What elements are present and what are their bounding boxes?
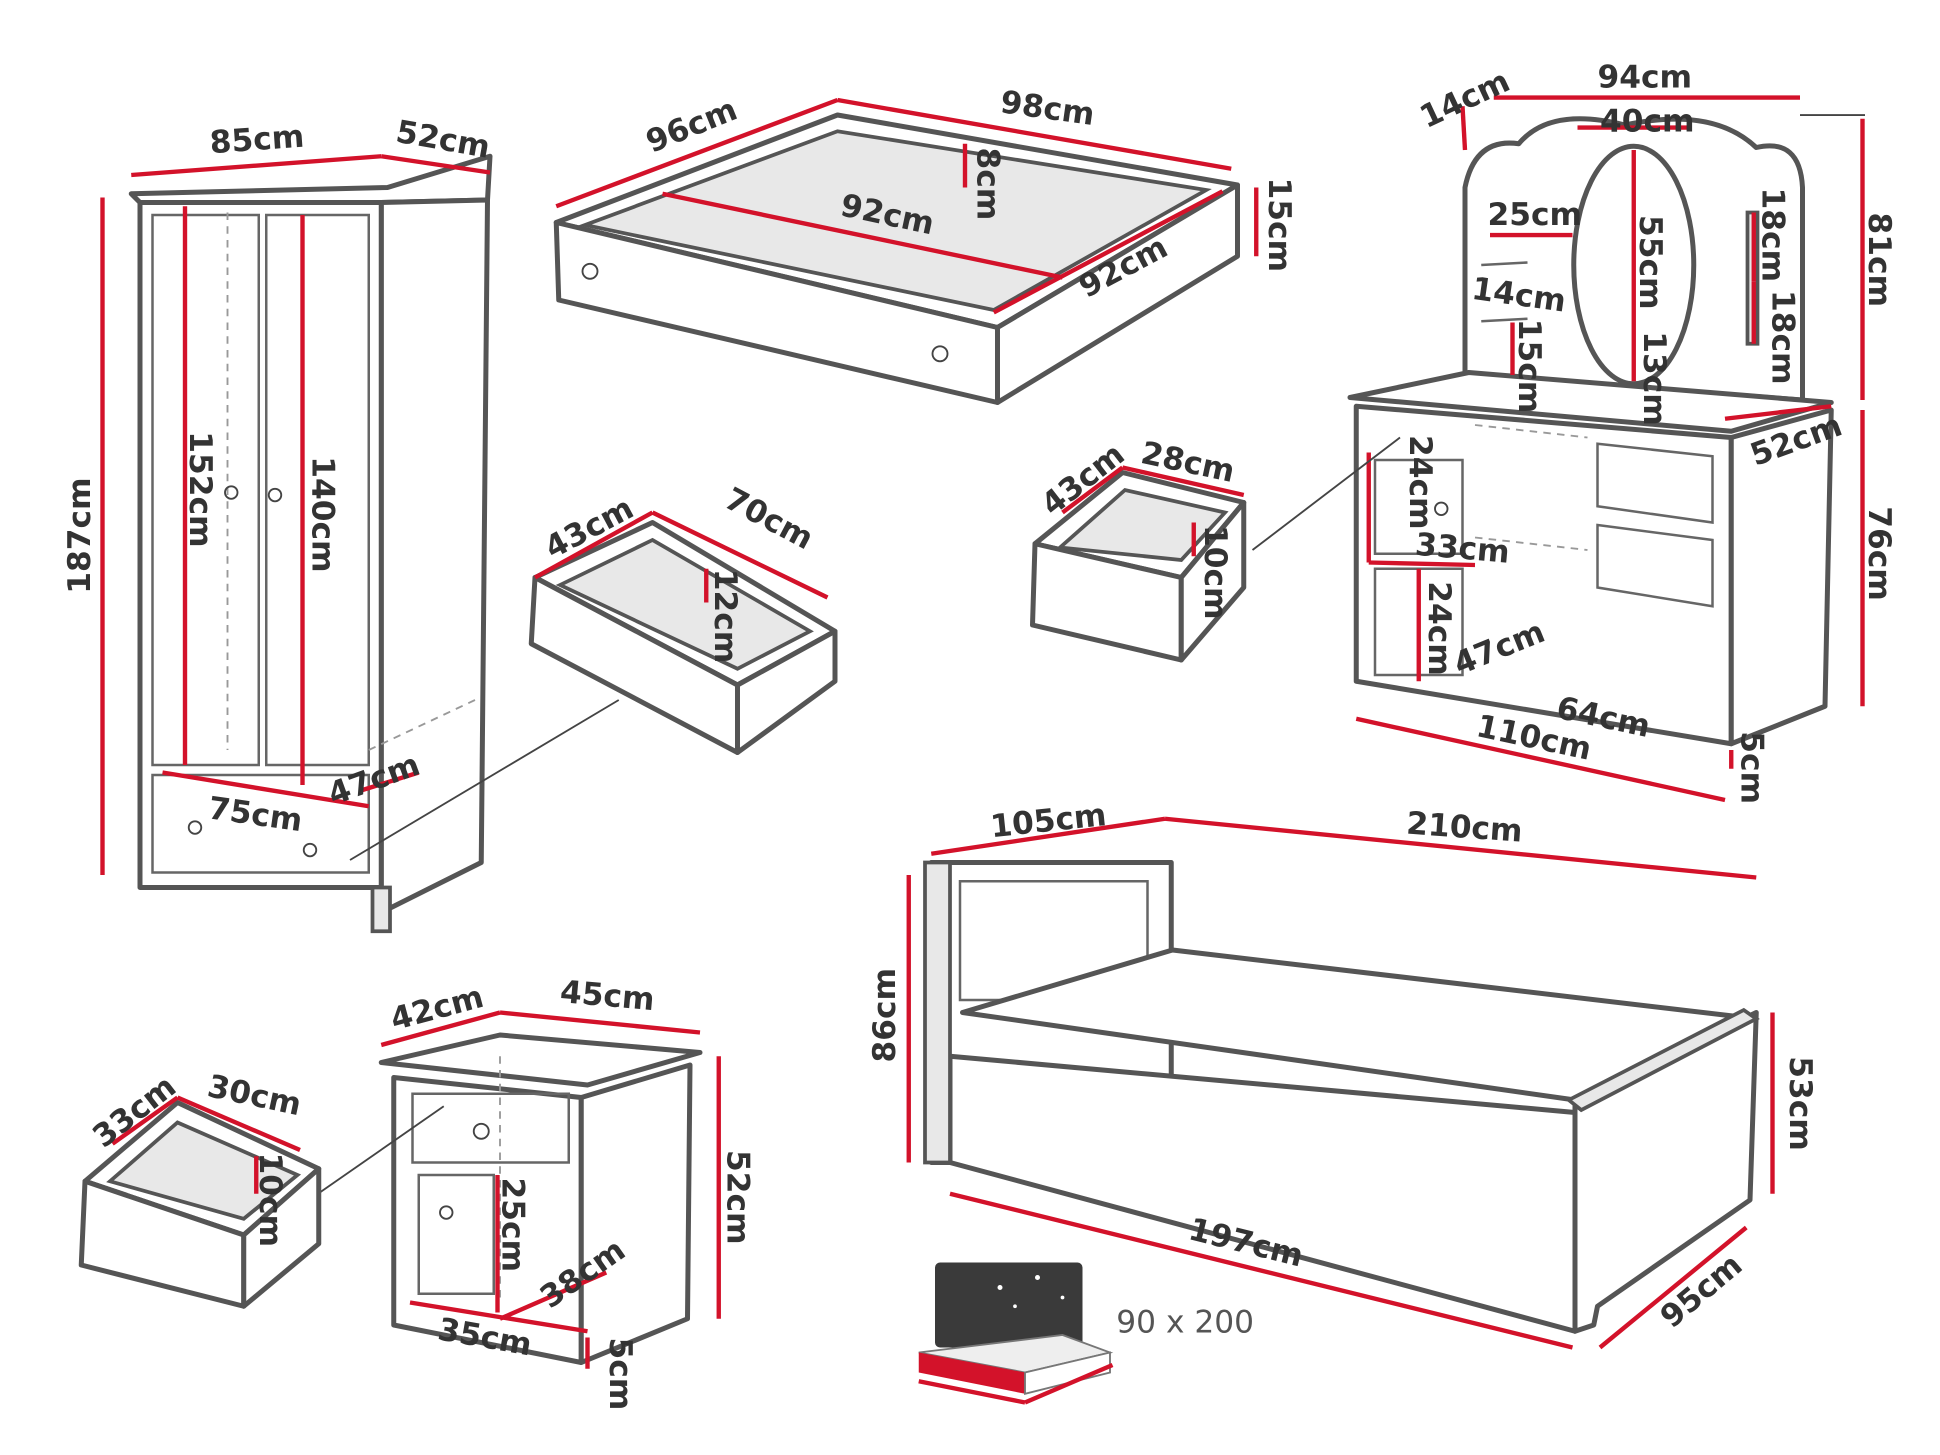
wardrobe-drawer-height: 12cm: [707, 569, 743, 664]
nightstand: [299, 1010, 721, 1369]
wardrobe-drawer: [528, 510, 838, 755]
nightstand-width: 45cm: [559, 974, 656, 1018]
vanity: [1251, 95, 1865, 803]
vanity-drawer-height-top: 24cm: [1402, 435, 1438, 530]
bed-length: 210cm: [1405, 806, 1524, 850]
vanity-total-height: 81cm: [1861, 213, 1897, 308]
vanity-side-shelf-bottom: 18cm: [1765, 290, 1801, 385]
vanity-leg-height: 5cm: [1733, 731, 1769, 804]
bed-drawer-depth: 96cm: [641, 92, 742, 161]
nightstand-leg-height: 5cm: [602, 1338, 638, 1411]
wardrobe-inner-left: 152cm: [182, 431, 218, 547]
vanity-drawer-height-bottom: 24cm: [1421, 581, 1457, 676]
vanity-mirror-bottom: 13cm: [1636, 331, 1672, 426]
wardrobe-inner-right: 140cm: [305, 456, 341, 572]
vanity-side-shelf-top: 18cm: [1755, 188, 1791, 283]
vanity-cabinet-width: 33cm: [1414, 527, 1511, 571]
nightstand-drawer-height: 10cm: [252, 1153, 288, 1248]
bed-drawer-outer-height: 15cm: [1261, 178, 1297, 273]
wardrobe-height: 187cm: [62, 477, 98, 593]
bed-headboard-height: 86cm: [867, 968, 903, 1063]
wardrobe-depth: 52cm: [393, 114, 492, 166]
mattress-size: 90 x 200: [1116, 1305, 1254, 1341]
wardrobe-width: 85cm: [209, 119, 306, 162]
mattress-icon: [918, 1262, 1114, 1405]
wardrobe: [100, 153, 620, 934]
vanity-mirror-width: 40cm: [1600, 103, 1695, 139]
bed-footboard-height: 53cm: [1782, 1056, 1818, 1151]
bed-drawer-height: 8cm: [970, 148, 1006, 221]
vanity-drawer: [1030, 465, 1247, 663]
nightstand-height: 52cm: [720, 1150, 756, 1245]
vanity-desk-height: 76cm: [1861, 506, 1897, 601]
wardrobe-drawer-width: 70cm: [719, 481, 819, 557]
vanity-drawer-height: 10cm: [1197, 525, 1233, 620]
vanity-shelf-gap: 15cm: [1511, 319, 1547, 414]
nightstand-drawer: [78, 1095, 322, 1309]
vanity-mirror-height: 55cm: [1632, 215, 1668, 310]
vanity-top-width: 94cm: [1598, 60, 1693, 96]
bed-drawer-width: 98cm: [998, 84, 1097, 133]
nightstand-door-height: 25cm: [495, 1178, 531, 1273]
bed-headboard-width: 105cm: [989, 797, 1108, 845]
vanity-shelf-width: 25cm: [1488, 197, 1583, 233]
bed: [906, 816, 1775, 1350]
bed-drawer: [553, 97, 1259, 405]
